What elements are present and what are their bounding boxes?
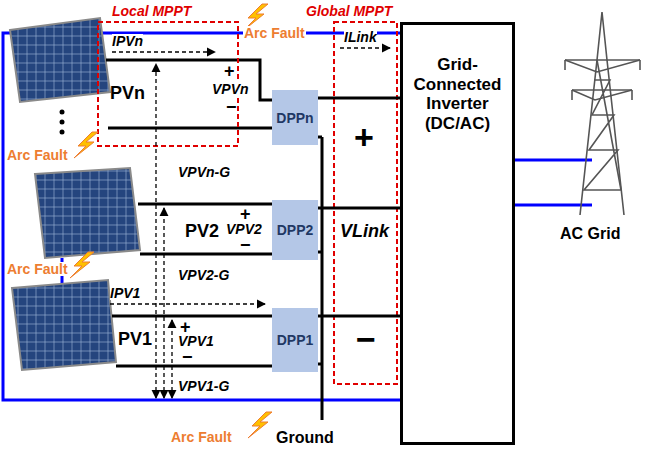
- signal-name: VPVn-G: [178, 165, 230, 179]
- panel-name: PVn: [110, 84, 145, 102]
- polarity-sign: −: [182, 350, 193, 364]
- polarity-sign: −: [356, 322, 376, 356]
- ground-label: Ground: [276, 430, 334, 446]
- fault-label: Arc Fault: [243, 26, 306, 40]
- polarity-sign: +: [354, 120, 374, 154]
- grid-label: AC Grid: [560, 226, 620, 242]
- polarity-sign: +: [180, 320, 191, 334]
- region-label: Local MPPT: [112, 4, 191, 18]
- dc-link-wire: [318, 315, 400, 318]
- converter-box: DPP1: [272, 308, 318, 372]
- polarity-sign: +: [224, 64, 235, 78]
- fault-label: Arc Fault: [170, 430, 233, 444]
- fault-label: Arc Fault: [6, 262, 69, 276]
- box-label: DPP1: [277, 332, 314, 348]
- signal-name: VPV1-G: [178, 379, 229, 393]
- signal-name: VLink: [340, 222, 389, 240]
- panel-name: PV2: [185, 222, 219, 240]
- dc-link-wire: [318, 97, 400, 100]
- box-label: DPP2: [277, 222, 314, 238]
- polarity-sign: −: [240, 238, 251, 252]
- region-label: Global MPPT: [306, 4, 392, 18]
- signal-name: IPV1: [110, 286, 140, 300]
- polarity-sign: −: [226, 100, 237, 114]
- box-label: Grid-Connected Inverter (DC/AC): [408, 55, 508, 133]
- dc-link-wire: [318, 207, 400, 210]
- signal-name: ILink: [344, 30, 377, 44]
- inverter-box: Grid-Connected Inverter (DC/AC): [400, 22, 515, 445]
- signal-name: VPV1: [178, 334, 214, 348]
- box-label: DPPn: [276, 110, 313, 126]
- signal-name: IPVn: [112, 34, 143, 48]
- converter-box: DPPn: [272, 90, 318, 145]
- signal-name: VPVn: [212, 82, 249, 96]
- polarity-sign: +: [240, 207, 251, 221]
- signal-name: VPV2-G: [178, 268, 229, 282]
- fault-label: Arc Fault: [6, 148, 69, 162]
- panel-name: PV1: [118, 330, 152, 348]
- converter-box: DPP2: [272, 200, 318, 260]
- signal-name: VPV2: [226, 222, 262, 236]
